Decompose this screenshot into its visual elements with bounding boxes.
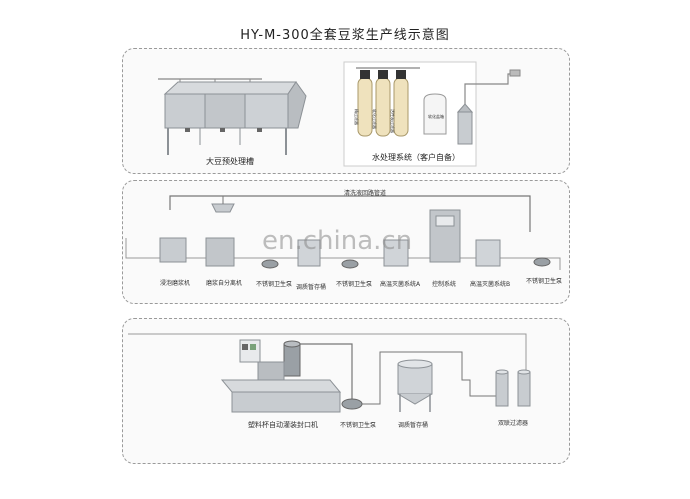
label-mid-1: 磨浆自分离机	[206, 280, 243, 287]
label-mid-6: 控制系统	[432, 281, 457, 288]
duplex-filters	[495, 369, 531, 407]
tank-label-3: 活性炭过滤器	[390, 109, 396, 133]
middle-equipment	[159, 196, 551, 269]
page-title: HY-M-300全套豆浆生产线示意图	[240, 28, 450, 43]
label-filling-machine: 塑料杯自动灌装封口机	[248, 421, 318, 429]
label-mid-7: 高温灭菌系统B	[470, 281, 511, 288]
label-mid-0: 浸泡磨浆机	[160, 280, 191, 287]
salt-tank-label: 软化盐箱	[428, 113, 444, 119]
middle-piping	[125, 195, 561, 270]
water-treatment-system: 精过滤器 软化过滤器 活性炭过滤器 软化盐箱	[343, 61, 521, 167]
label-water-treatment: 水处理系统（客户自备）	[372, 153, 460, 162]
label-bottom-tank: 调质暂存桶	[398, 422, 429, 429]
temper-tank	[397, 359, 433, 412]
label-mid-8: 不锈钢卫生泵	[526, 278, 563, 285]
tank-label-1: 精过滤器	[354, 109, 360, 125]
hygienic-pump	[341, 398, 363, 410]
label-cip-loop: 清洗液回路管道	[344, 190, 387, 197]
panel-filling	[122, 318, 570, 464]
soybean-pretreatment-tank	[158, 78, 307, 155]
label-mid-2: 不锈钢卫生泵	[256, 281, 293, 288]
label-soy-pretreatment: 大豆预处理槽	[206, 157, 254, 166]
watermark: en.china.cn	[262, 226, 413, 256]
label-duplex-filters: 双联过滤器	[498, 420, 529, 427]
label-mid-4: 不锈钢卫生泵	[336, 281, 373, 288]
filling-machine	[220, 339, 342, 413]
label-mid-3: 调质暂存桶	[296, 284, 327, 291]
tank-label-2: 软化过滤器	[372, 109, 378, 129]
label-bottom-pump: 不锈钢卫生泵	[340, 422, 377, 429]
label-mid-5: 高温灭菌系统A	[380, 281, 421, 288]
